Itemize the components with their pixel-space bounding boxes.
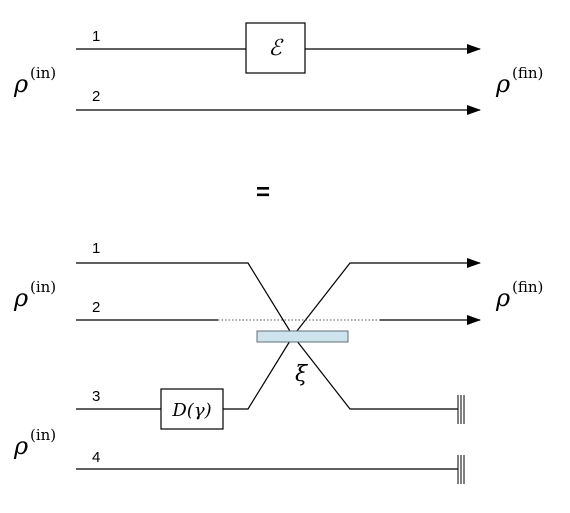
trace-terminator-mode-3 xyxy=(457,395,465,424)
beamsplitter xyxy=(256,330,349,343)
trace-terminator-mode-4 xyxy=(457,455,465,484)
equals-sign: = xyxy=(256,179,270,206)
top-output-sup: (fin) xyxy=(512,64,543,82)
bottom-output-sup: (fin) xyxy=(512,278,543,296)
bottom-input-top-rho: ρ xyxy=(13,284,28,312)
beamsplitter-label: ξ xyxy=(295,362,309,387)
bottom-mode-2-label: 2 xyxy=(92,299,100,316)
bottom-input-bottom-sup: (in) xyxy=(30,426,56,444)
bottom-output-rho: ρ xyxy=(495,284,510,312)
channel-box xyxy=(245,22,306,74)
bottom-input-state-top: ρ (in) xyxy=(13,278,56,312)
bottom-input-state-bottom: ρ (in) xyxy=(13,426,56,460)
bottom-mode-1-label: 1 xyxy=(92,240,100,257)
bottom-mode-3-path-in xyxy=(223,335,294,410)
top-output-state: ρ (fin) xyxy=(495,64,543,98)
top-mode-2-label: 2 xyxy=(92,88,100,105)
bottom-mode-4-label: 4 xyxy=(92,449,100,466)
top-mode-1-label: 1 xyxy=(92,28,100,45)
top-output-rho: ρ xyxy=(495,70,510,98)
bottom-input-bottom-rho: ρ xyxy=(13,432,28,460)
bottom-mode-3-label: 3 xyxy=(92,388,100,405)
top-circuit: ℰ 1 2 ρ (in) ρ (fin) xyxy=(13,22,543,115)
bottom-mode-3-path-out xyxy=(292,335,458,410)
top-input-rho: ρ xyxy=(13,70,28,98)
bottom-mode-1-path-in xyxy=(76,262,294,337)
top-input-sup: (in) xyxy=(30,64,56,82)
top-input-state: ρ (in) xyxy=(13,64,56,98)
channel-label: ℰ xyxy=(268,36,284,61)
bottom-mode-1-path-out xyxy=(292,258,481,337)
bottom-input-top-sup: (in) xyxy=(30,278,56,296)
bottom-output-state: ρ (fin) xyxy=(495,278,543,312)
bottom-circuit: D(γ) ξ 1 2 3 4 ρ (i xyxy=(13,240,543,484)
displacement-label: D(γ) xyxy=(171,400,211,421)
